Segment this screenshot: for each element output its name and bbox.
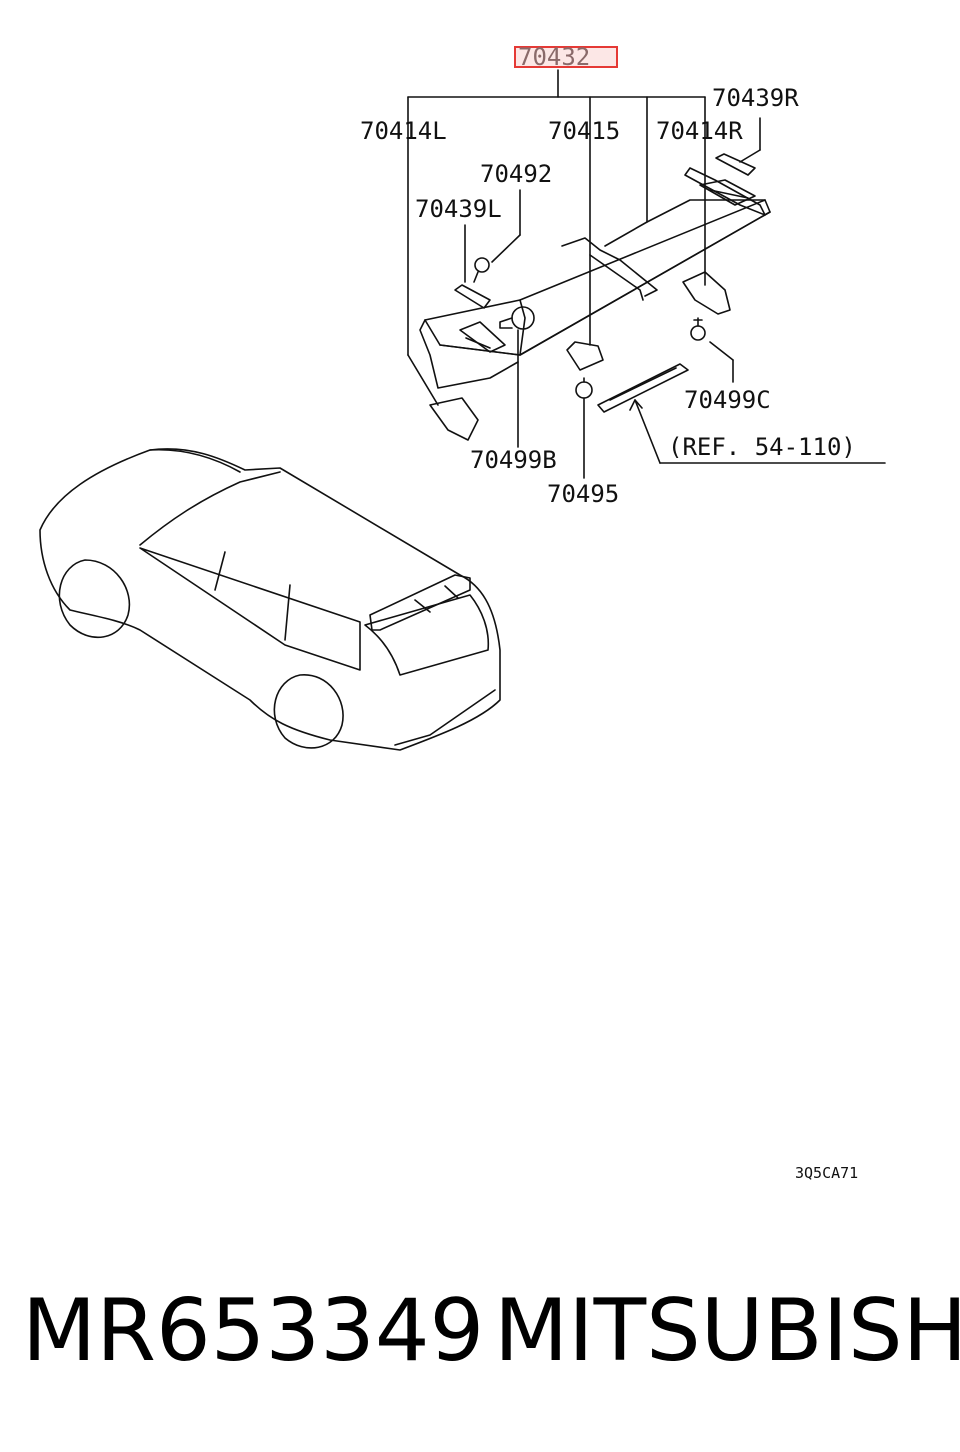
- label-70499c[interactable]: 70499C: [684, 386, 771, 414]
- label-70439r[interactable]: 70439R: [712, 84, 799, 112]
- label-70492[interactable]: 70492: [480, 160, 553, 188]
- label-70499b[interactable]: 70499B: [470, 446, 557, 474]
- label-70439l[interactable]: 70439L: [415, 195, 502, 223]
- highlighted-part-box[interactable]: 70432: [514, 43, 618, 71]
- label-ref: (REF. 54-110): [668, 433, 856, 461]
- car-outline: [39, 448, 501, 751]
- part-number: MR653349: [22, 1281, 485, 1381]
- label-70414l[interactable]: 70414L: [360, 117, 447, 145]
- drawing-code: 3Q5CA71: [795, 1164, 859, 1182]
- label-70414r[interactable]: 70414R: [656, 117, 743, 145]
- spoiler-body: [419, 179, 771, 389]
- label-70432[interactable]: 70432: [518, 43, 591, 71]
- brand-name: MITSUBISHI: [494, 1281, 960, 1381]
- leader-lines: [407, 69, 886, 479]
- small-parts: [429, 153, 766, 441]
- label-70495[interactable]: 70495: [547, 480, 620, 508]
- label-70415[interactable]: 70415: [548, 117, 621, 145]
